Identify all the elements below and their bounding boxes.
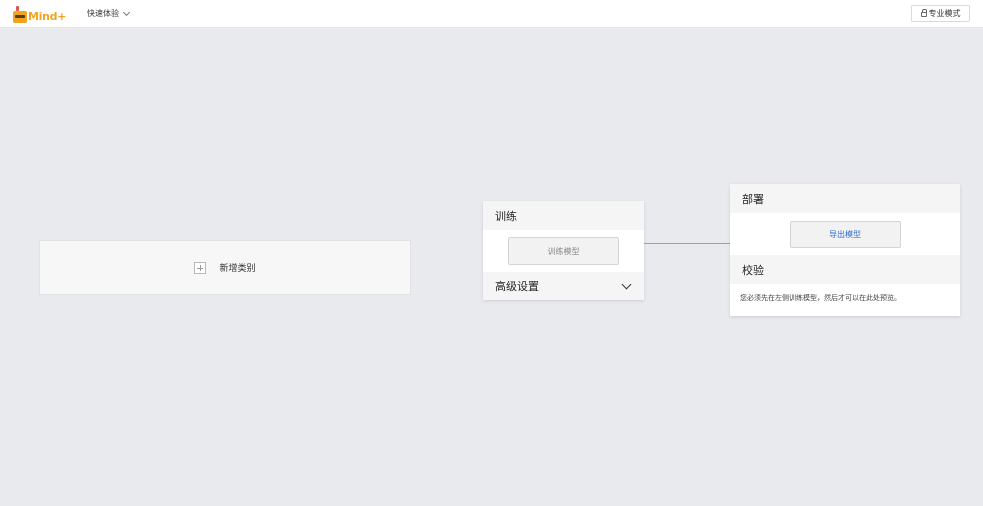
pipeline-connector (644, 243, 731, 244)
lock-icon (920, 9, 927, 17)
add-class-label: 新增类别 (219, 264, 256, 274)
quick-experience-label: 快速体验 (87, 9, 119, 18)
chevron-down-icon (122, 8, 131, 16)
train-card: 训练 训练模型 高级设置 (483, 201, 644, 300)
train-model-button[interactable]: 训练模型 (508, 237, 619, 265)
mind-plus-logo-icon (13, 6, 27, 23)
quick-experience-menu[interactable]: 快速体验 (87, 8, 131, 19)
chevron-down-icon (621, 279, 632, 289)
logo-text: Mind+ (28, 10, 67, 23)
add-class-button[interactable]: 新增类别 (39, 240, 411, 295)
pro-mode-label: 专业模式 (928, 9, 961, 18)
logo[interactable]: Mind+ (13, 5, 66, 23)
advanced-settings-toggle[interactable]: 高级设置 (483, 272, 644, 300)
tab-indicator (0, 0, 213, 1)
pro-mode-button[interactable]: 专业模式 (911, 5, 970, 22)
verify-hint: 您必须先在左侧训练模型，然后才可以在此处预览。 (740, 294, 901, 302)
train-card-title: 训练 (483, 201, 644, 230)
train-card-body: 训练模型 (483, 230, 644, 272)
advanced-settings-label: 高级设置 (495, 280, 539, 293)
deploy-card: 部署 导出模型 校验 您必须先在左侧训练模型，然后才可以在此处预览。 (730, 184, 960, 316)
export-model-button[interactable]: 导出模型 (789, 220, 901, 248)
deploy-card-body: 导出模型 (730, 213, 960, 255)
verify-title: 校验 (730, 255, 960, 284)
plus-icon (194, 261, 207, 274)
top-bar: Mind+ 快速体验 专业模式 (0, 0, 983, 28)
deploy-card-title: 部署 (730, 184, 960, 213)
